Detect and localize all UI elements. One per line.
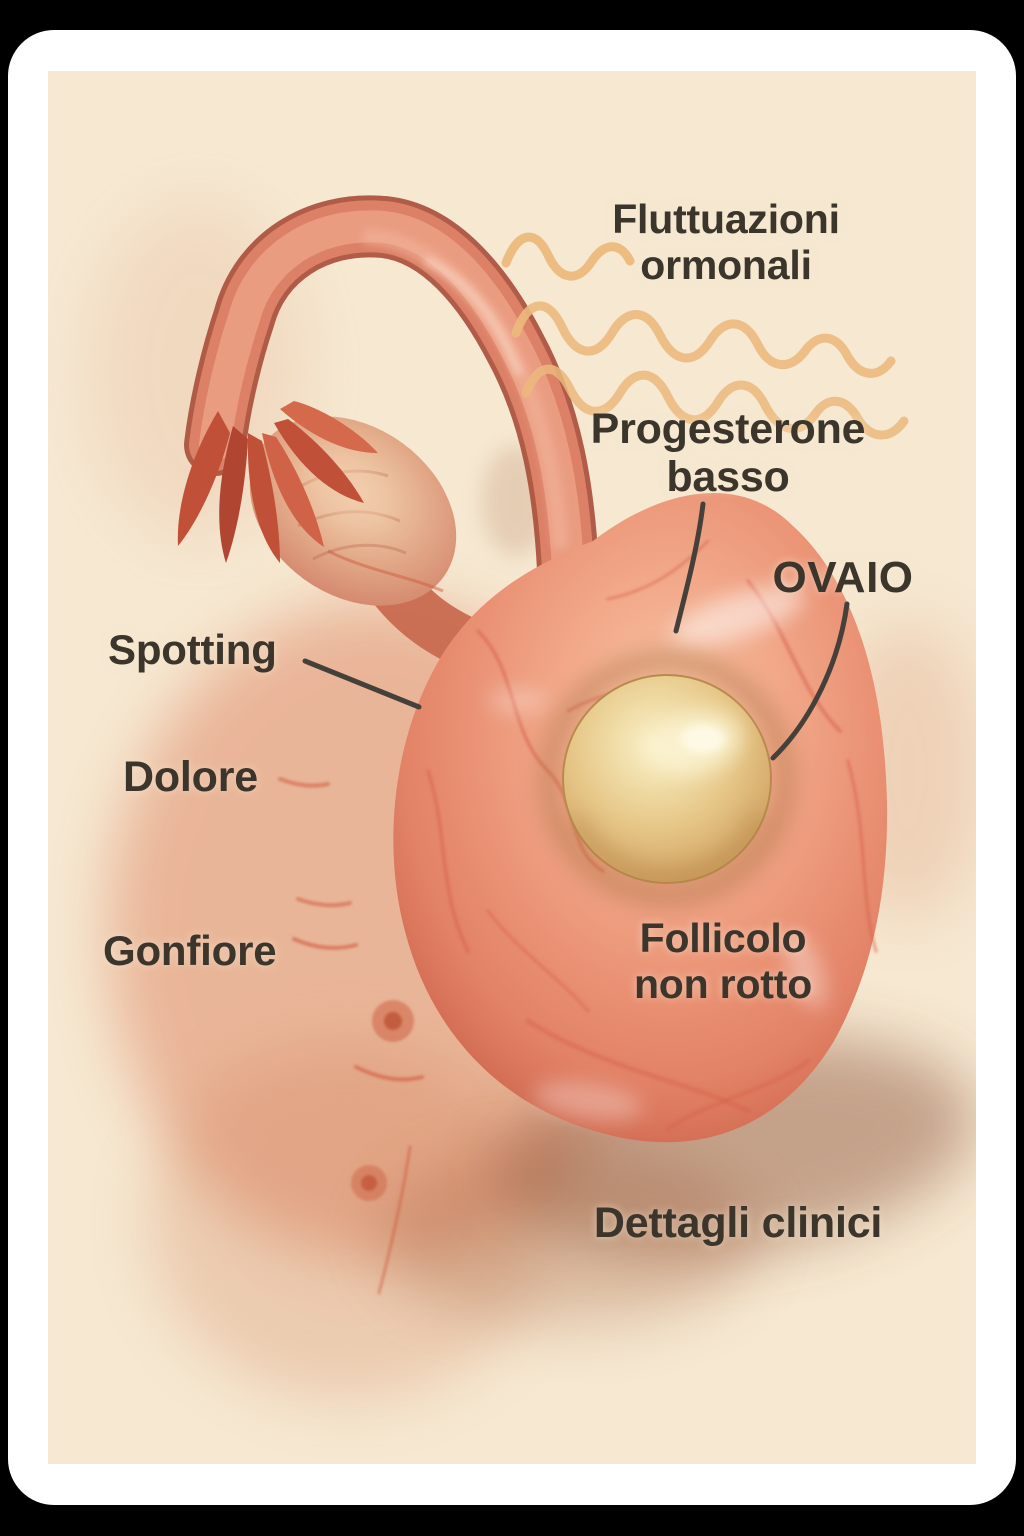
label-spotting: Spotting <box>108 626 277 673</box>
follicle <box>538 650 796 908</box>
leader-spotting <box>302 658 422 710</box>
hormone-wave <box>501 232 635 281</box>
label-line: Follicolo <box>639 915 807 961</box>
red-stroke <box>377 1145 412 1295</box>
red-spot <box>384 1012 402 1030</box>
red-stroke <box>296 897 352 908</box>
label-bloating: Gonfiore <box>103 927 277 974</box>
illustration-canvas: Fluttuazioni ormonali Progesterone basso… <box>48 71 976 1464</box>
illustration-card: Fluttuazioni ormonali Progesterone basso… <box>8 30 1016 1505</box>
leader-low-progesterone <box>673 501 706 634</box>
red-stroke <box>278 777 330 788</box>
fimbriae <box>177 401 378 563</box>
label-low-progesterone: Progesterone basso <box>591 405 866 501</box>
irritation-marks <box>278 777 424 1295</box>
red-spot <box>361 1175 377 1191</box>
hormone-wave <box>511 301 896 378</box>
label-ovary: OVAIO <box>772 553 914 602</box>
label-line: ormonali <box>640 241 812 288</box>
label-line: basso <box>666 453 790 502</box>
leader-ovary <box>770 601 850 761</box>
label-pain: Dolore <box>123 753 258 801</box>
label-line: non rotto <box>633 960 813 1007</box>
label-unruptured-follicle: Follicolo non rotto <box>633 915 813 1008</box>
hormone-wave <box>521 364 909 440</box>
leader-lines <box>302 501 850 761</box>
red-stroke <box>292 937 358 950</box>
red-stroke <box>354 1065 424 1082</box>
ovary-highlights <box>488 585 827 1121</box>
label-hormonal-fluctuations: Fluttuazioni ormonali <box>612 196 840 289</box>
label-line: Progesterone <box>590 405 866 453</box>
anatomy-artwork <box>88 195 976 1401</box>
label-clinical-details: Dettagli clinici <box>593 1199 883 1247</box>
hormone-waves <box>501 232 909 440</box>
label-line: Fluttuazioni <box>612 196 840 242</box>
